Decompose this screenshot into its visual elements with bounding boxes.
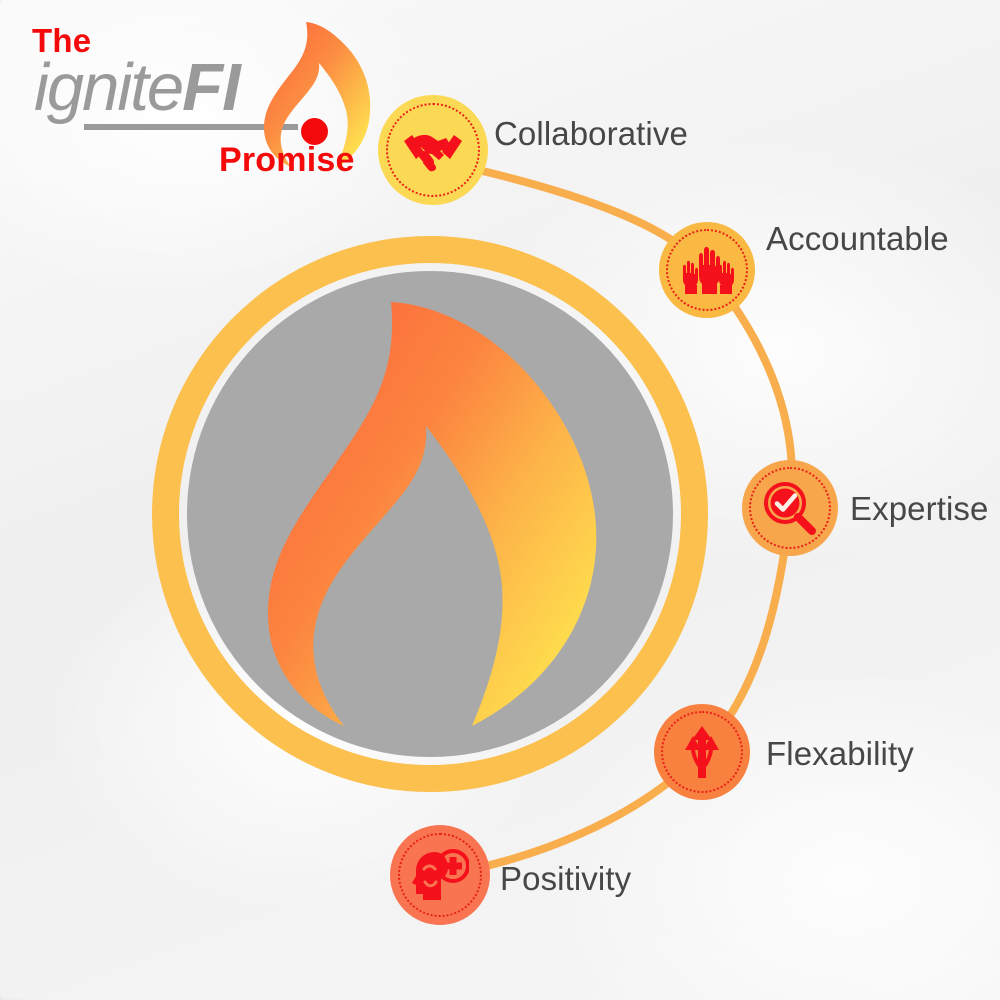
node-dotted-border [386, 103, 480, 197]
head-plus-icon [412, 849, 469, 900]
central-emblem [152, 236, 708, 792]
node-accountable[interactable] [659, 222, 755, 318]
node-expertise[interactable] [742, 460, 838, 556]
red-dot-icon [301, 118, 328, 145]
node-dotted-border [661, 711, 743, 793]
node-label-accountable: Accountable [766, 220, 949, 257]
brand-logo: The igniteFI Promise [14, 12, 384, 182]
brand-promise-label: Promise [219, 141, 355, 179]
node-dotted-border [398, 833, 482, 917]
node-flexability[interactable] [654, 704, 750, 800]
magnifier-check-icon [764, 482, 816, 535]
node-label-collaborative: Collaborative [494, 115, 688, 152]
three-way-arrows-icon [685, 726, 719, 778]
brand-name-light: ignite [34, 50, 184, 125]
brand-the-label: The [32, 22, 92, 59]
flame-icon [268, 302, 597, 726]
raised-hands-icon [683, 247, 734, 294]
brand-underline [84, 124, 298, 130]
brand-wordmark: igniteFI [34, 54, 241, 121]
node-label-expertise: Expertise [850, 490, 989, 527]
flame-icon [264, 22, 371, 168]
node-label-positivity: Positivity [500, 860, 632, 897]
node-dotted-border [749, 467, 831, 549]
node-collaborative[interactable] [378, 95, 488, 205]
node-positivity[interactable] [390, 825, 490, 925]
handshake-icon [404, 134, 462, 172]
brand-name-bold: FI [182, 50, 241, 125]
node-label-flexability: Flexability [766, 735, 914, 772]
node-dotted-border [666, 229, 748, 311]
